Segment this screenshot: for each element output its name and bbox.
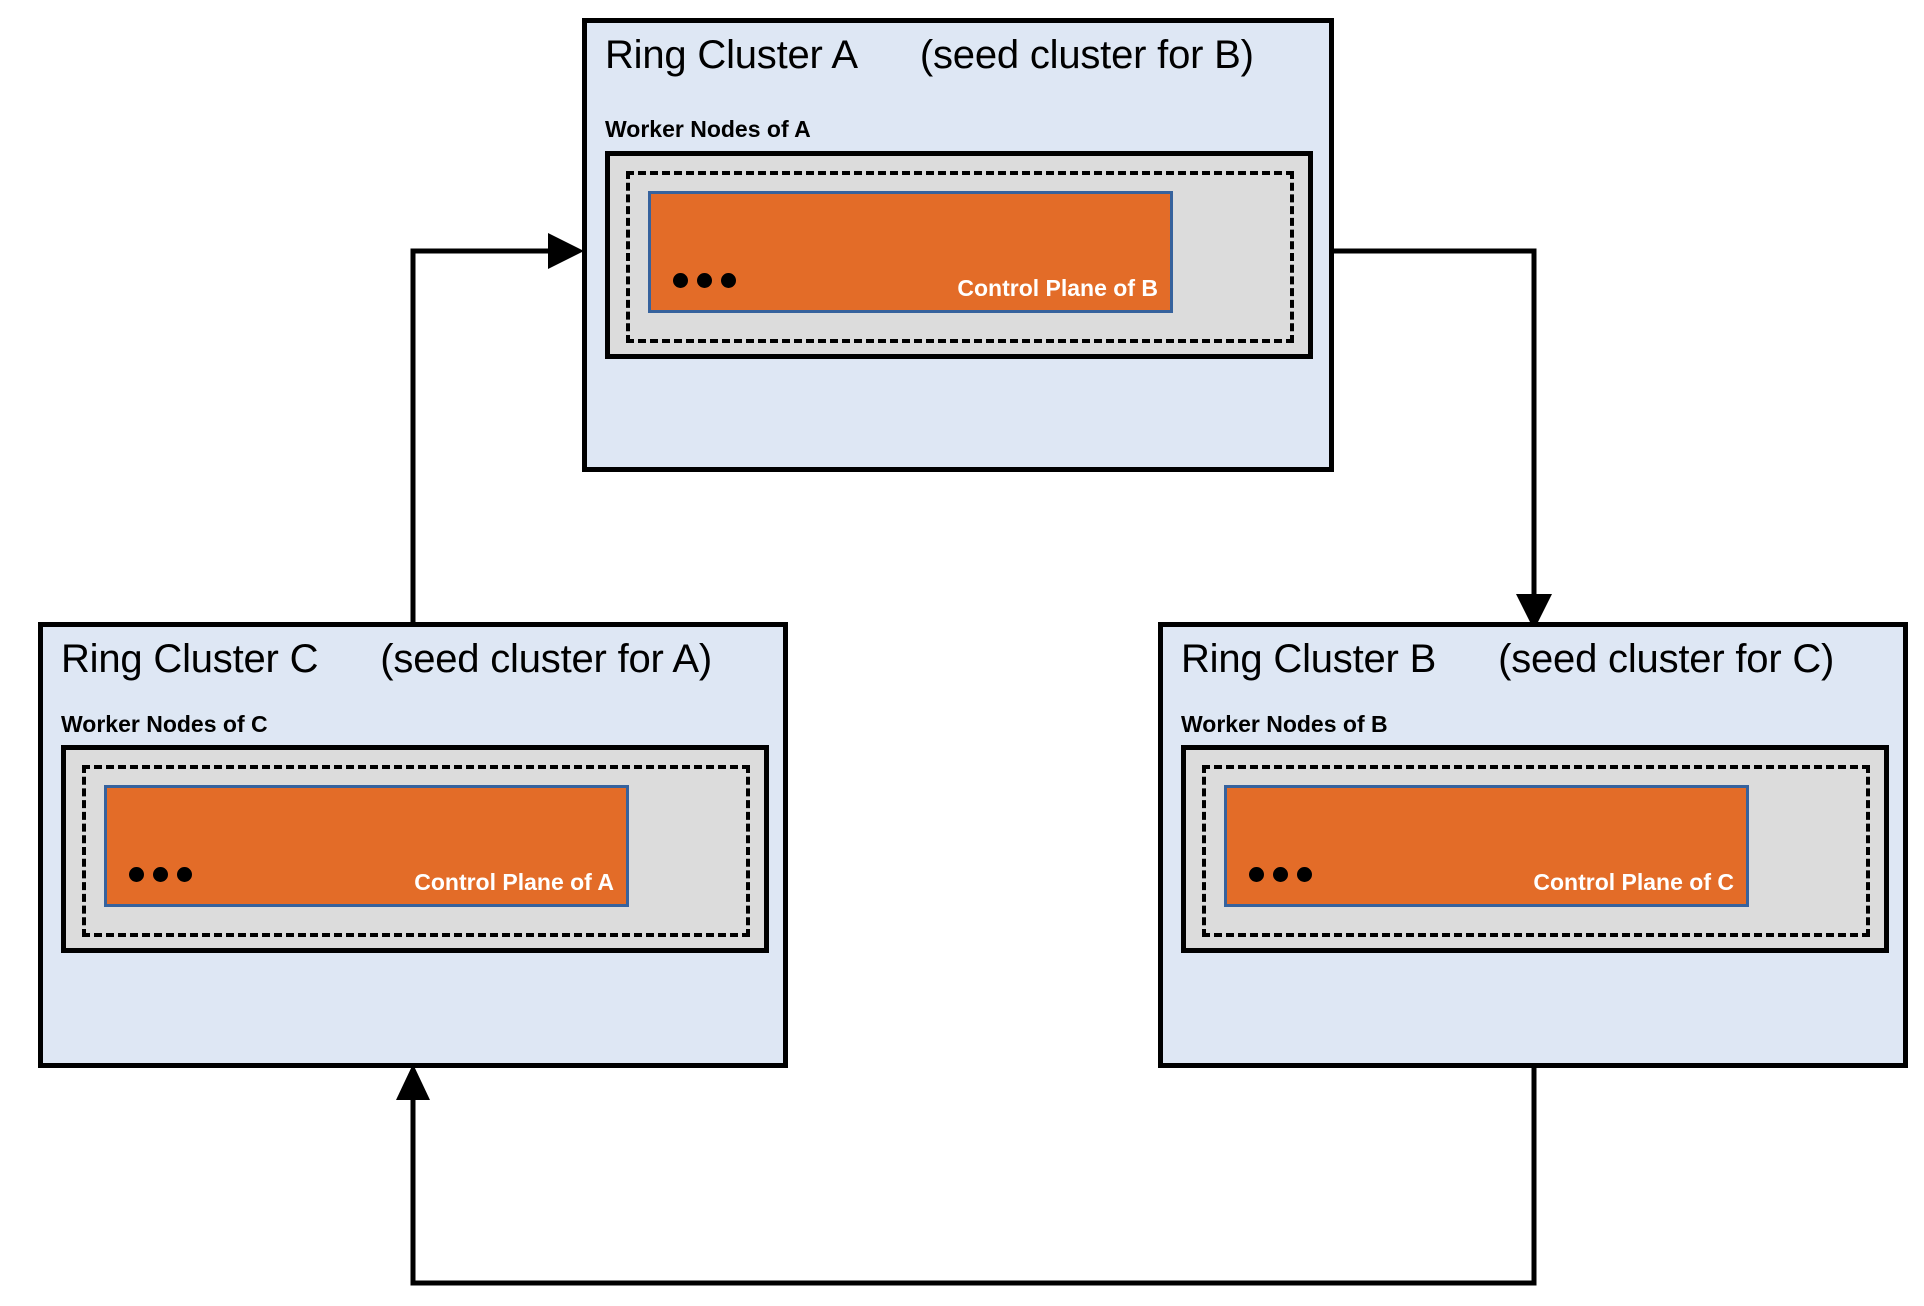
cluster-c-ellipsis-dots [129,867,192,882]
cluster-a-worker-label: Worker Nodes of A [605,116,811,142]
connector-b-to-c [396,1064,1537,1286]
cluster-a-worker-box: Control Plane of B [605,151,1313,359]
cluster-c-control-plane-label: Control Plane of A [414,869,614,895]
arrowhead-icon [548,233,584,269]
cluster-c-worker-box: Control Plane of A [61,745,769,953]
cluster-b-title: Ring Cluster B (seed cluster for C) [1181,637,1834,682]
cluster-b-worker-box: Control Plane of C [1181,745,1889,953]
cluster-b-node: Control Plane of C [1202,765,1870,937]
connector-a-to-b [1334,248,1552,630]
cluster-a[interactable]: Ring Cluster A (seed cluster for B) Worke… [582,18,1334,472]
cluster-b-seed-note: (seed cluster for C) [1498,637,1835,681]
cluster-b-ellipsis-dots [1249,867,1312,882]
arrowhead-icon [396,1064,430,1100]
cluster-c-node: Control Plane of A [82,765,750,937]
cluster-b-control-plane[interactable]: Control Plane of C [1224,785,1749,907]
cluster-c-name: Ring Cluster C [61,637,319,681]
cluster-b-control-plane-label: Control Plane of C [1533,869,1734,895]
cluster-c[interactable]: Ring Cluster C (seed cluster for A) Worke… [38,622,788,1068]
connector-c-to-a [410,233,584,622]
cluster-b[interactable]: Ring Cluster B (seed cluster for C) Worke… [1158,622,1908,1068]
cluster-a-ellipsis-dots [673,273,736,288]
cluster-a-name: Ring Cluster A [605,33,858,77]
cluster-a-title: Ring Cluster A (seed cluster for B) [605,33,1254,78]
cluster-b-worker-label: Worker Nodes of B [1181,711,1388,737]
cluster-a-control-plane[interactable]: Control Plane of B [648,191,1173,313]
cluster-a-control-plane-label: Control Plane of B [957,275,1158,301]
cluster-c-title: Ring Cluster C (seed cluster for A) [61,637,712,682]
cluster-a-seed-note: (seed cluster for B) [919,33,1254,77]
cluster-c-worker-label: Worker Nodes of C [61,711,268,737]
cluster-c-control-plane[interactable]: Control Plane of A [104,785,629,907]
cluster-b-name: Ring Cluster B [1181,637,1437,681]
cluster-a-node: Control Plane of B [626,171,1294,343]
cluster-c-seed-note: (seed cluster for A) [380,637,712,681]
